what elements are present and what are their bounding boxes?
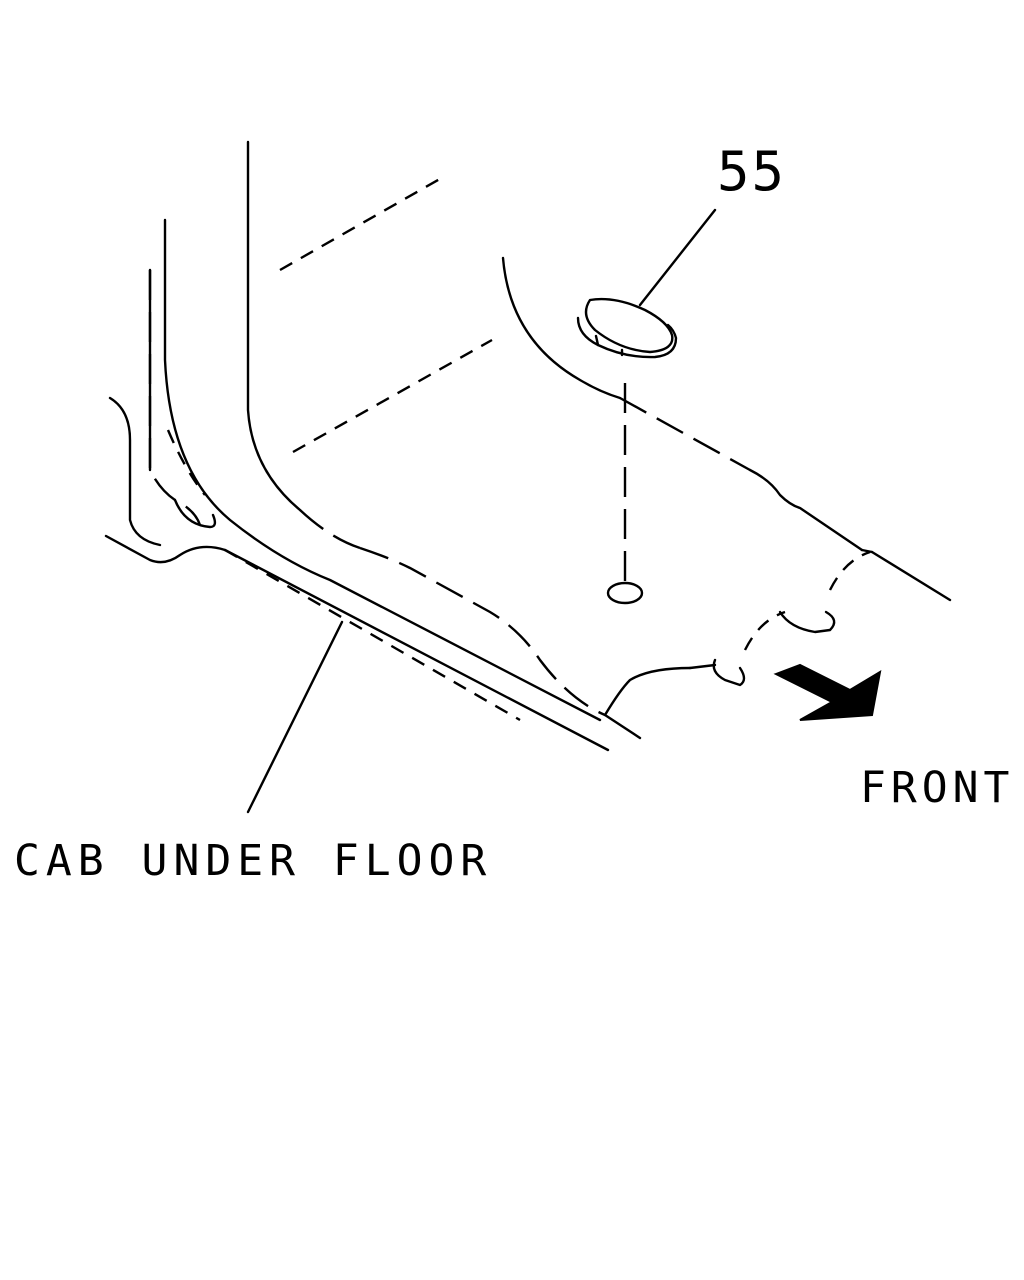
floor-hole: [606, 581, 644, 605]
part-number-label: 55: [717, 140, 787, 203]
floor-right-edge: [501, 256, 952, 717]
cab-under-floor-label: CAB UNDER FLOOR: [14, 836, 493, 886]
floor-edge-outline: [104, 534, 642, 752]
rear-wall-outline: [246, 140, 493, 550]
front-arrow-icon: [773, 663, 882, 721]
cab-leader-line: [246, 620, 344, 814]
floor-plug-part: [576, 297, 678, 359]
part-leader-line: [638, 208, 717, 307]
front-direction-label: FRONT: [860, 763, 1015, 813]
side-panel-outline: [108, 218, 602, 722]
